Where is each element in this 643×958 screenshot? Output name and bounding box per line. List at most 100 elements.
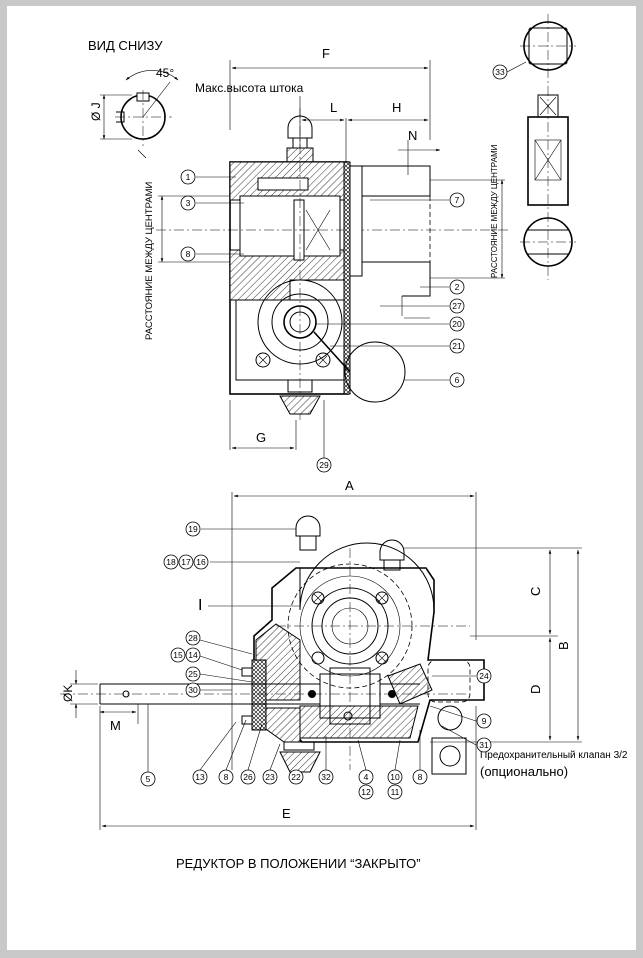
svg-text:24: 24 (479, 671, 489, 681)
callout-28: 28 (185, 630, 201, 646)
callout-27: 27 (449, 298, 465, 314)
svg-text:10: 10 (390, 772, 400, 782)
callout-7: 7 (449, 192, 465, 208)
svg-text:27: 27 (452, 301, 462, 311)
svg-text:29: 29 (319, 460, 329, 470)
svg-text:7: 7 (455, 195, 460, 205)
svg-text:2: 2 (455, 282, 460, 292)
relief-valve-label: Предохранительный клапан 3/2 (480, 750, 628, 761)
optional-label: (опционально) (480, 764, 568, 779)
svg-text:31: 31 (479, 740, 489, 750)
callout-16: 16 (193, 554, 209, 570)
callout-24: 24 (476, 668, 492, 684)
callout-19: 19 (185, 521, 201, 537)
svg-text:25: 25 (188, 669, 198, 679)
paper-background (7, 6, 636, 950)
callout-17: 17 (178, 554, 194, 570)
svg-text:17: 17 (181, 557, 191, 567)
callout-11: 11 (387, 784, 403, 800)
callout-2: 2 (449, 279, 465, 295)
callout-8b: 8 (412, 769, 428, 785)
dim-L-label: L (330, 100, 337, 115)
svg-text:11: 11 (391, 787, 400, 797)
dim-K-label: ØK (61, 685, 75, 702)
svg-text:5: 5 (146, 774, 151, 784)
stem-detail-view: 33 (492, 14, 576, 280)
dim-F-label: F (322, 46, 330, 61)
callout-21: 21 (449, 338, 465, 354)
svg-text:22: 22 (291, 772, 301, 782)
callout-14: 14 (185, 647, 201, 663)
callout-8a: 8 (218, 769, 234, 785)
svg-text:33: 33 (495, 67, 505, 77)
svg-text:26: 26 (243, 772, 253, 782)
callout-10: 10 (387, 769, 403, 785)
dim-E-label: E (282, 806, 291, 821)
side-section-view: F Макс.высота штока L H N (144, 46, 510, 473)
dim-N-label: N (408, 128, 417, 143)
callout-5: 5 (140, 771, 156, 787)
callout-4: 4 (358, 769, 374, 785)
callout-13: 13 (192, 769, 208, 785)
svg-text:8: 8 (186, 249, 191, 259)
callout-3: 3 (180, 195, 196, 211)
svg-text:14: 14 (188, 650, 198, 660)
callout-18: 18 (163, 554, 179, 570)
svg-text:19: 19 (188, 524, 198, 534)
svg-text:1: 1 (186, 172, 191, 182)
svg-text:12: 12 (361, 787, 371, 797)
dim-D-label: D (528, 685, 543, 694)
callout-12: 12 (358, 784, 374, 800)
svg-text:6: 6 (455, 375, 460, 385)
svg-text:8: 8 (224, 772, 229, 782)
callout-31: 31 (476, 737, 492, 753)
dim-A-label: A (345, 478, 354, 493)
max-stem-height-label: Макс.высота штока (195, 81, 304, 95)
svg-text:28: 28 (188, 633, 198, 643)
center-distance-right-label: РАССТОЯНИЕ МЕЖДУ ЦЕНТРАМИ (490, 144, 499, 278)
callouts-bottom: 19 18 17 16 28 15 14 25 30 24 9 31 5 13 … (140, 521, 492, 800)
callout-29: 29 (316, 457, 332, 473)
dim-G-label: G (256, 430, 266, 445)
angle-label: 45° (156, 66, 174, 80)
callout-22: 22 (288, 769, 304, 785)
bottom-view-title: ВИД СНИЗУ (88, 38, 163, 53)
callout-1: 1 (180, 169, 196, 185)
callout-15: 15 (170, 647, 186, 663)
svg-text:21: 21 (452, 341, 462, 351)
svg-text:32: 32 (321, 772, 331, 782)
svg-text:20: 20 (452, 319, 462, 329)
dim-H-label: H (392, 100, 401, 115)
svg-text:9: 9 (482, 716, 487, 726)
callout-8: 8 (180, 246, 196, 262)
svg-text:30: 30 (188, 685, 198, 695)
dim-J-label: Ø J (89, 102, 103, 121)
svg-text:18: 18 (166, 557, 176, 567)
callout-26: 26 (240, 769, 256, 785)
svg-text:8: 8 (418, 772, 423, 782)
callout-32: 32 (318, 769, 334, 785)
dim-B-label: B (556, 641, 571, 650)
dim-C-label: C (528, 587, 543, 596)
svg-text:4: 4 (364, 772, 369, 782)
svg-text:13: 13 (195, 772, 205, 782)
front-section-view: A I (60, 478, 628, 871)
svg-text:15: 15 (173, 650, 183, 660)
svg-text:16: 16 (196, 557, 206, 567)
drawing-caption: РЕДУКТОР В ПОЛОЖЕНИИ “ЗАКРЫТО” (176, 856, 421, 871)
dim-I-label: I (198, 597, 202, 614)
svg-text:23: 23 (265, 772, 275, 782)
callouts-top: 1 3 8 7 2 27 20 21 6 29 (180, 169, 465, 473)
bottom-view: ВИД СНИЗУ 45° Ø J (88, 38, 179, 159)
callout-23: 23 (262, 769, 278, 785)
callout-33: 33 (492, 64, 508, 80)
callout-20: 20 (449, 316, 465, 332)
callout-30: 30 (185, 682, 201, 698)
dim-M-label: M (110, 718, 121, 733)
callout-9: 9 (476, 713, 492, 729)
svg-text:3: 3 (186, 198, 191, 208)
callout-6: 6 (449, 372, 465, 388)
callout-25: 25 (185, 666, 201, 682)
